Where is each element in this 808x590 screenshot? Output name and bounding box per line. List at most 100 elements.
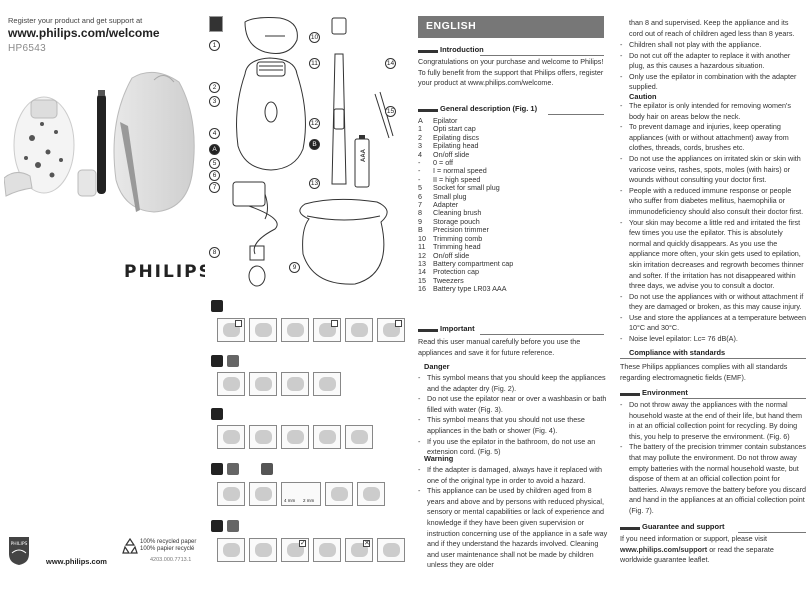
list-item: Do not use the epilator near or over a w… [418,394,608,415]
step-box: ✓ [281,538,309,562]
caution-list: The epilator is only intended for removi… [620,101,806,345]
comb-box: 4 mm 2 mm [281,482,321,506]
parts-overview-drawing [232,17,394,287]
english-column-1: ENGLISH Introduction Congratulations on … [410,0,613,590]
step-box [217,372,245,396]
callout-9: 9 [289,262,300,273]
face-symbol-icon [211,463,223,475]
callout-10: 10 [309,32,320,43]
support-url[interactable]: www.philips.com/support [620,544,708,554]
part-name: Small plug [433,191,467,201]
part-name: Cleaning brush [433,208,482,218]
comb-label-2mm: 2 mm [303,498,315,503]
list-item: Noise level epilator: Lc= 76 dB(A). [620,334,806,345]
callout-7: 7 [209,182,220,193]
step-box [313,538,341,562]
step-box [281,372,309,396]
comb-symbol-icon [261,463,273,475]
callout-1: 1 [209,40,220,51]
callout-A: A [209,144,220,155]
part-name: Epilating head [433,141,479,151]
step-box: ✕ [345,538,373,562]
part-name: On/off slide [433,250,470,260]
part-name: Protection cap [433,267,479,277]
part-id: A [418,116,423,125]
step-box [217,538,245,562]
part-name: Battery type LR03 AAA [433,284,507,294]
part-name: Epilator [433,116,458,125]
part-name: Adapter [433,200,459,210]
part-name: Storage pouch [433,216,480,226]
english-column-2: than 8 and supervised. Keep the applianc… [613,0,808,590]
section-heading-guarantee: Guarantee and support [620,522,806,534]
part-name: Battery compartment cap [433,258,514,268]
callout-B: B [309,139,320,150]
storage-symbol-icon [211,520,223,532]
callout-13: 13 [309,178,320,189]
step-box [377,538,405,562]
part-name: I = normal speed [433,166,487,176]
compliance-heading: Compliance with standards [629,348,726,357]
section-heading-general-description: General description (Fig. 1) [418,104,604,116]
parts-list-row: -II = high speed [418,174,513,184]
warning-heading: Warning [424,454,454,463]
list-item: The battery of the precision trimmer con… [620,442,806,516]
recycle-line-2: 100% papier recyclé [140,546,195,552]
part-name: 0 = off [433,158,454,168]
list-item: Your skin may become a little red and ir… [620,218,806,292]
recycle-icon [122,538,138,554]
important-text: Read this user manual carefully before y… [418,337,581,357]
guarantee-post: or read the separate worldwide guarantee… [620,544,774,565]
step-box [217,318,245,342]
part-id: 10 [418,233,426,243]
trimmer-symbol-icon [227,463,239,475]
cleaning-symbol-icon [211,355,223,367]
callout-14: 14 [385,58,396,69]
intro-text: Congratulations on your purchase and wel… [418,57,604,88]
list-item: Use and store the appliances at a temper… [620,313,806,334]
callout-11: 11 [309,58,320,69]
list-item: This appliance can be used by children a… [418,486,608,571]
list-item: To prevent damage and injuries, keep ope… [620,122,806,154]
continued-list: Children shall not play with the applian… [620,40,806,93]
footer-url[interactable]: www.philips.com [46,557,107,566]
step-box [313,425,341,449]
register-line: Register your product and get support at [8,16,143,25]
part-id: 12 [418,250,426,260]
callout-15: 15 [385,106,396,117]
part-name: Trimming head [433,242,481,252]
part-name: Socket for small plug [433,183,500,193]
model-number: HP6543 [8,43,46,54]
part-name: On/off slide [433,149,470,159]
philips-shield-logo: PHILIPS [9,537,29,565]
step-box [345,318,373,342]
part-id: 7 [418,200,422,210]
part-id: 6 [418,191,422,201]
register-url[interactable]: www.philips.com/welcome [8,26,160,40]
parts-list-row: -I = normal speed [418,166,513,176]
part-name: Trimming comb [433,233,483,243]
figures-column: 1 2 3 4 A 5 6 7 8 9 10 11 12 13 14 15 B … [205,0,410,590]
list-item: Do not use the appliances on irritated s… [620,154,806,186]
step-box [249,372,277,396]
callout-6: 6 [209,170,220,181]
callout-12: 12 [309,118,320,129]
list-item: Only use the epilator in combination wit… [620,72,806,93]
step-box [249,425,277,449]
callout-5: 5 [209,158,220,169]
section-heading-environment: Environment [620,388,806,400]
callout-3: 3 [209,96,220,107]
continued-text: than 8 and supervised. Keep the applianc… [629,18,795,38]
document-code: 4203.000.7713.1 [150,557,192,563]
step-box [313,318,341,342]
part-id: - [418,174,421,184]
danger-list: This symbol means that you should keep t… [418,373,608,458]
